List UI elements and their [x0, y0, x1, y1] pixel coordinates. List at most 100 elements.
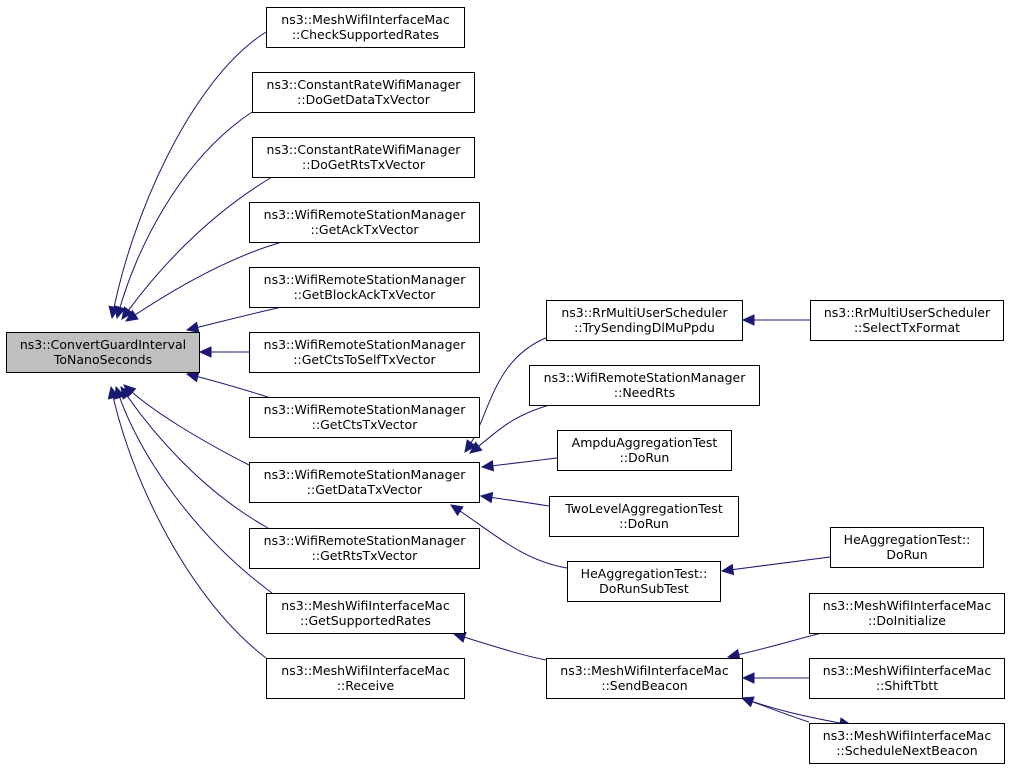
node-wrsm_needrts[interactable]: ns3::WifiRemoteStationManager::NeedRts — [529, 365, 760, 406]
node-twolevel[interactable]: TwoLevelAggregationTest::DoRun — [549, 496, 739, 537]
node-box — [266, 658, 465, 699]
edge-wrsm_needrts-to-wrsm_data — [469, 401, 561, 454]
node-m_sched[interactable]: ns3::MeshWifiInterfaceMac::ScheduleNextB… — [809, 723, 1005, 764]
node-label-line: ::GetSupportedRates — [300, 613, 431, 628]
node-crwm_data[interactable]: ns3::ConstantRateWifiManager::DoGetDataT… — [252, 72, 475, 113]
edge-arrowhead-5 — [198, 346, 212, 358]
edge-crwm_data-to-root — [116, 111, 253, 319]
node-box — [546, 300, 743, 341]
edge-arrowhead-14 — [479, 491, 494, 504]
node-label-line: ns3::MeshWifiInterfaceMac — [823, 728, 992, 743]
node-wrsm_cts[interactable]: ns3::WifiRemoteStationManager::GetCtsTxV… — [249, 397, 480, 438]
node-box — [266, 593, 465, 634]
node-m_shift[interactable]: ns3::MeshWifiInterfaceMac::ShiftTbtt — [809, 658, 1005, 699]
node-label-line: ::GetCtsToSelfTxVector — [293, 352, 436, 367]
node-wrsm_data[interactable]: ns3::WifiRemoteStationManager::GetDataTx… — [249, 462, 480, 503]
edge-m_receive-to-root — [110, 386, 267, 659]
node-box — [249, 267, 480, 308]
node-box — [249, 397, 480, 438]
node-box — [809, 593, 1005, 634]
edge-arrowhead-12 — [469, 441, 483, 454]
node-label-line: TwoLevelAggregationTest — [564, 501, 723, 516]
node-label-line: ns3::ConvertGuardInterval — [20, 337, 186, 352]
node-rr_try[interactable]: ns3::RrMultiUserScheduler::TrySendingDlM… — [546, 300, 743, 341]
node-wrsm_ctsself[interactable]: ns3::WifiRemoteStationManager::GetCtsToS… — [249, 332, 480, 373]
node-label-line: ::DoRun — [620, 450, 670, 465]
node-box — [809, 658, 1005, 699]
node-he_sub[interactable]: HeAggregationTest::DoRunSubTest — [567, 561, 721, 602]
node-box — [249, 332, 480, 373]
node-m_getsupp[interactable]: ns3::MeshWifiInterfaceMac::GetSupportedR… — [266, 593, 465, 634]
edge-arrowhead-18 — [720, 563, 735, 576]
node-wrsm_back[interactable]: ns3::WifiRemoteStationManager::GetBlockA… — [249, 267, 480, 308]
edge-wrsm_rts-to-root — [120, 386, 269, 529]
edge-he_run-to-he_sub — [721, 556, 831, 572]
node-label-line: ns3::RrMultiUserScheduler — [561, 305, 728, 320]
node-box — [557, 430, 732, 471]
node-box — [6, 332, 200, 373]
edge-wrsm_ack-to-root — [125, 241, 283, 322]
node-label-line: ::DoGetRtsTxVector — [302, 157, 426, 172]
node-label-line: ::ShiftTbtt — [876, 678, 938, 693]
node-label-line: ::TrySendingDlMuPpdu — [574, 320, 715, 335]
node-box — [249, 462, 480, 503]
node-box — [249, 202, 480, 243]
node-label-line: ToNanoSeconds — [53, 352, 152, 367]
node-m_checksupp[interactable]: ns3::MeshWifiInterfaceMac::CheckSupporte… — [266, 7, 465, 48]
node-m_sendbeacon[interactable]: ns3::MeshWifiInterfaceMac::SendBeacon — [546, 658, 743, 699]
node-label-line: ::SendBeacon — [601, 678, 687, 693]
edge-crwm_rts-to-root — [121, 176, 273, 320]
node-he_run[interactable]: HeAggregationTest::DoRun — [830, 527, 984, 568]
edge-m_getsupp-to-root — [115, 386, 273, 594]
node-label-line: ns3::RrMultiUserScheduler — [824, 305, 991, 320]
edge-m_checksupp-to-root — [111, 31, 267, 319]
node-label-line: ns3::WifiRemoteStationManager — [264, 402, 467, 417]
node-label-line: ::SelectTxFormat — [854, 320, 960, 335]
node-label-line: ::DoRun — [619, 516, 669, 531]
node-label-line: ::GetRtsTxVector — [312, 548, 419, 563]
node-label-line: DoRunSubTest — [599, 581, 689, 596]
node-layer: ns3::ConvertGuardIntervalToNanoSecondsns… — [6, 7, 1005, 764]
node-box — [529, 365, 760, 406]
node-label-line: ::GetAckTxVector — [310, 222, 419, 237]
node-label-line: ::GetBlockAckTxVector — [294, 287, 437, 302]
edge-wrsm_cts-to-root — [186, 373, 269, 398]
node-label-line: HeAggregationTest:: — [844, 532, 971, 547]
node-m_doinit[interactable]: ns3::MeshWifiInterfaceMac::DoInitialize — [809, 593, 1005, 634]
node-label-line: ::GetCtsTxVector — [312, 417, 419, 432]
node-label-line: ::CheckSupportedRates — [292, 27, 439, 42]
edge-rr_try-to-wrsm_data — [464, 336, 549, 453]
node-label-line: ::NeedRts — [614, 385, 675, 400]
node-label-line: ns3::WifiRemoteStationManager — [264, 467, 467, 482]
node-label-line: ns3::MeshWifiInterfaceMac — [281, 663, 450, 678]
edge-arrowhead-6 — [185, 371, 200, 383]
node-box — [252, 137, 475, 178]
edge-arrowhead-15 — [449, 504, 464, 517]
node-label-line: HeAggregationTest:: — [581, 566, 708, 581]
node-wrsm_rts[interactable]: ns3::WifiRemoteStationManager::GetRtsTxV… — [249, 528, 480, 569]
node-label-line: ::Receive — [337, 678, 395, 693]
node-label-line: ::DoGetDataTxVector — [297, 92, 431, 107]
node-box — [549, 496, 739, 537]
node-label-line: ns3::MeshWifiInterfaceMac — [281, 598, 450, 613]
node-m_receive[interactable]: ns3::MeshWifiInterfaceMac::Receive — [266, 658, 465, 699]
node-rr_select[interactable]: ns3::RrMultiUserScheduler::SelectTxForma… — [810, 300, 1004, 341]
node-label-line: ns3::WifiRemoteStationManager — [264, 337, 467, 352]
edge-layer — [107, 31, 853, 729]
node-label-line: ::DoInitialize — [868, 613, 946, 628]
node-label-line: ns3::WifiRemoteStationManager — [544, 370, 747, 385]
edge-wrsm_data-to-root — [123, 384, 250, 466]
node-crwm_rts[interactable]: ns3::ConstantRateWifiManager::DoGetRtsTx… — [252, 137, 475, 178]
node-label-line: ns3::WifiRemoteStationManager — [264, 272, 467, 287]
node-ampdu[interactable]: AmpduAggregationTest::DoRun — [557, 430, 732, 471]
node-label-line: ns3::ConstantRateWifiManager — [267, 77, 462, 92]
edge-arrowhead-17 — [741, 314, 755, 326]
edge-arrowhead-2 — [121, 306, 134, 320]
node-wrsm_ack[interactable]: ns3::WifiRemoteStationManager::GetAckTxV… — [249, 202, 480, 243]
edge-arrowhead-13 — [480, 460, 495, 472]
node-box — [567, 561, 721, 602]
edge-wrsm_back-to-root — [186, 306, 283, 331]
edge-m_sendbeacon-to-m_sched — [741, 697, 852, 726]
edge-arrowhead-10 — [107, 385, 120, 400]
